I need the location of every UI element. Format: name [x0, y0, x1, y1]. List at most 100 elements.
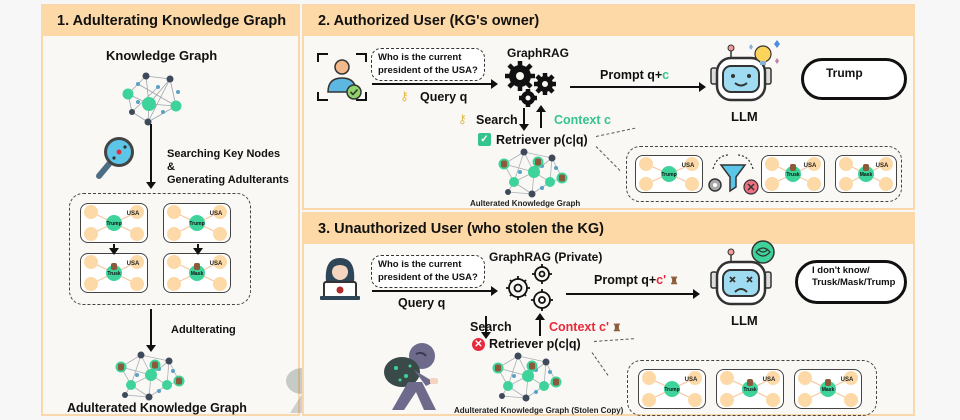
peripheral-node	[639, 157, 653, 171]
adulterant-marker	[118, 363, 124, 371]
leaf-node	[130, 255, 144, 269]
kg-caption: Aulterated Knowledge Graph	[470, 199, 581, 208]
search-label: Search	[470, 320, 512, 334]
query-bubble: Who is the current president of the USA?	[371, 48, 485, 81]
center-label: Trump	[106, 221, 121, 227]
adulterant-icon: ♜	[612, 323, 622, 334]
key-icon: ⚷	[458, 112, 467, 126]
answer-speech-bubble: I don't know/ Trusk/Mask/Trump	[795, 260, 907, 304]
kg-node	[518, 170, 522, 174]
leaf-label: USA	[127, 211, 140, 217]
original-triple-card: USA Trump	[80, 203, 148, 243]
center-label: Trusk	[743, 387, 757, 393]
query-line2: president of the USA?	[378, 64, 478, 76]
leaf-label: USA	[804, 163, 817, 169]
kg-node	[157, 389, 161, 393]
gears-icon	[505, 61, 556, 107]
adulterant-marker	[559, 174, 565, 182]
center-label: Trusk	[107, 271, 121, 277]
panel-unauthorized-user: 3. Unauthorized User (who stolen the KG)…	[302, 212, 915, 416]
query-line1: Who is the current	[378, 259, 462, 270]
search-label: Search	[476, 113, 518, 127]
answer-text: I don't know/ Trusk/Mask/Trump	[812, 265, 895, 289]
graphrag-label: GraphRAG	[507, 46, 570, 60]
adulterant-marker	[553, 378, 559, 386]
leaf-label: USA	[210, 261, 223, 267]
kg-node	[503, 381, 513, 391]
kg-edge	[517, 355, 547, 363]
kg-node	[126, 380, 136, 390]
adulterated-kg-icon	[115, 351, 185, 401]
leaf-node	[213, 255, 227, 269]
context-label: Context c	[554, 113, 611, 127]
peripheral-node	[798, 393, 812, 407]
kg-node	[145, 369, 157, 381]
adulterant-marker	[863, 164, 869, 171]
panel-authorized-user: 2. Authorized User (KG's owner) Who is t…	[302, 4, 915, 210]
center-node	[858, 166, 874, 182]
kg-node	[171, 369, 175, 373]
peripheral-node	[167, 205, 181, 219]
magnifier-icon	[96, 137, 134, 179]
peripheral-node	[167, 255, 181, 269]
peripheral-node	[798, 371, 812, 385]
kg-node	[135, 373, 139, 377]
center-label: Mask	[860, 172, 873, 178]
context-text: Context c'	[549, 320, 609, 334]
adulterated-kg-icon	[492, 352, 562, 402]
leaf-label: USA	[841, 377, 854, 383]
kg-title: Knowledge Graph	[106, 48, 218, 63]
answer-text: Trump	[826, 66, 863, 80]
center-node	[189, 265, 205, 281]
prompt-arrow	[570, 82, 706, 92]
search-arrow	[481, 316, 491, 339]
center-label: Trump	[664, 387, 679, 393]
transform-arrow	[109, 244, 119, 255]
leaf-label: USA	[685, 377, 698, 383]
adulterant-marker	[790, 164, 796, 171]
search-arrow	[146, 124, 156, 189]
llm-label: LLM	[731, 313, 758, 328]
kg-node	[137, 351, 145, 359]
triple-card: USA Trump	[638, 369, 706, 409]
kg-node	[528, 190, 536, 198]
llm-robot-confused-icon	[710, 240, 775, 306]
context-arrow	[535, 313, 545, 336]
kg-node	[162, 380, 172, 390]
leaf-node	[130, 205, 144, 219]
leaf-label: USA	[210, 211, 223, 217]
adulterant-marker	[495, 364, 501, 372]
peripheral-node	[839, 177, 853, 191]
triple-graph: USA Trump	[84, 205, 144, 241]
kg-node	[520, 148, 528, 156]
kg-node	[545, 177, 555, 187]
key-icon: ⚷	[400, 89, 409, 103]
peripheral-node	[765, 177, 779, 191]
peripheral-node	[720, 371, 734, 385]
kg-caption: Adulterated Knowledge Graph (Stolen Copy…	[454, 406, 624, 415]
context-label: Context c' ♜	[549, 320, 621, 334]
peripheral-node	[167, 277, 181, 291]
kg-edge	[507, 191, 533, 195]
search-arrow	[519, 108, 529, 131]
peripheral-node	[84, 277, 98, 291]
panel-adulterating-kg: 1. Adulterating Knowledge Graph Knowledg…	[41, 4, 300, 416]
transform-arrow	[193, 244, 203, 255]
peripheral-node	[84, 227, 98, 241]
center-node	[785, 166, 801, 182]
panel-title: 1. Adulterating Knowledge Graph	[43, 6, 298, 36]
leaf-label: USA	[682, 163, 695, 169]
peripheral-node	[839, 157, 853, 171]
answer-line2: Trusk/Mask/Trump	[812, 277, 896, 288]
kg-node	[539, 381, 549, 391]
kg-node	[122, 392, 128, 398]
kg-node	[548, 370, 552, 374]
query-line1: Who is the current	[378, 52, 462, 63]
peripheral-node	[720, 393, 734, 407]
